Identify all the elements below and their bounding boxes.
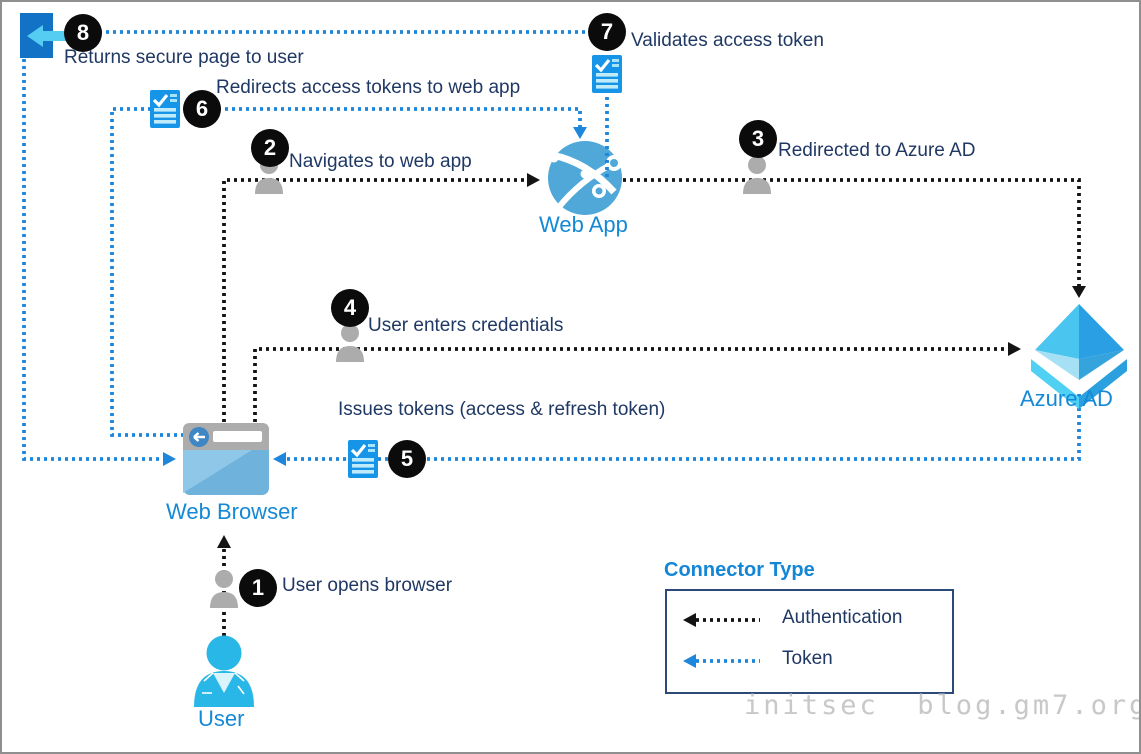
- step-badge-5: 5: [388, 440, 426, 478]
- step-label-5: Issues tokens (access & refresh token): [338, 399, 666, 420]
- connector-step2: [222, 178, 530, 422]
- token-connectors: [22, 30, 1081, 663]
- person-icon-step3: [743, 156, 771, 194]
- step-badge-1: 1: [239, 569, 277, 607]
- step-label-6: Redirects access tokens to web app: [216, 77, 521, 98]
- step-label-3: Redirected to Azure AD: [778, 140, 976, 161]
- step-label-1: User opens browser: [282, 575, 453, 596]
- connector-step5: [284, 394, 1081, 461]
- token-icon-step5: [346, 438, 380, 480]
- step-badge-7: 7: [588, 13, 626, 51]
- legend-item-token: Token: [782, 648, 833, 669]
- token-icon-step7: [590, 53, 624, 95]
- step-label-2: Navigates to web app: [289, 151, 472, 172]
- legend-title: Connector Type: [664, 559, 815, 581]
- user-icon: [194, 635, 254, 707]
- step-badge-2: 2: [251, 129, 289, 167]
- web-app-globe-icon: [548, 141, 622, 215]
- azure-ad-label: Azure AD: [1020, 386, 1113, 411]
- legend-item-authentication: Authentication: [782, 607, 903, 628]
- step-label-8: Returns secure page to user: [64, 47, 304, 68]
- secure-page-icon: [20, 13, 76, 58]
- person-icon-step4: [336, 324, 364, 362]
- connector-step8-left: [22, 59, 165, 461]
- authentication-connectors: [222, 178, 1081, 650]
- step-badge-8: 8: [64, 14, 102, 52]
- step-label-7: Validates access token: [631, 30, 824, 51]
- step-label-4: User enters credentials: [368, 315, 564, 336]
- connector-step3: [623, 178, 1081, 288]
- authentication-arrowheads: [217, 173, 1086, 627]
- user-label: User: [198, 706, 245, 731]
- web-app-label: Web App: [539, 212, 628, 237]
- web-browser-icon: [183, 423, 269, 495]
- azure-ad-icon: [1031, 304, 1127, 409]
- connector-step4: [253, 347, 1010, 422]
- watermark: initsec blog.gm7.org: [744, 690, 1141, 721]
- step-badge-4: 4: [331, 289, 369, 327]
- legend-box: [665, 589, 954, 694]
- token-arrowheads: [163, 127, 696, 668]
- person-icon-step1: [210, 570, 238, 608]
- step-badge-6: 6: [183, 90, 221, 128]
- web-browser-label: Web Browser: [166, 499, 298, 524]
- token-icon-step6: [148, 88, 182, 130]
- step-badge-3: 3: [739, 120, 777, 158]
